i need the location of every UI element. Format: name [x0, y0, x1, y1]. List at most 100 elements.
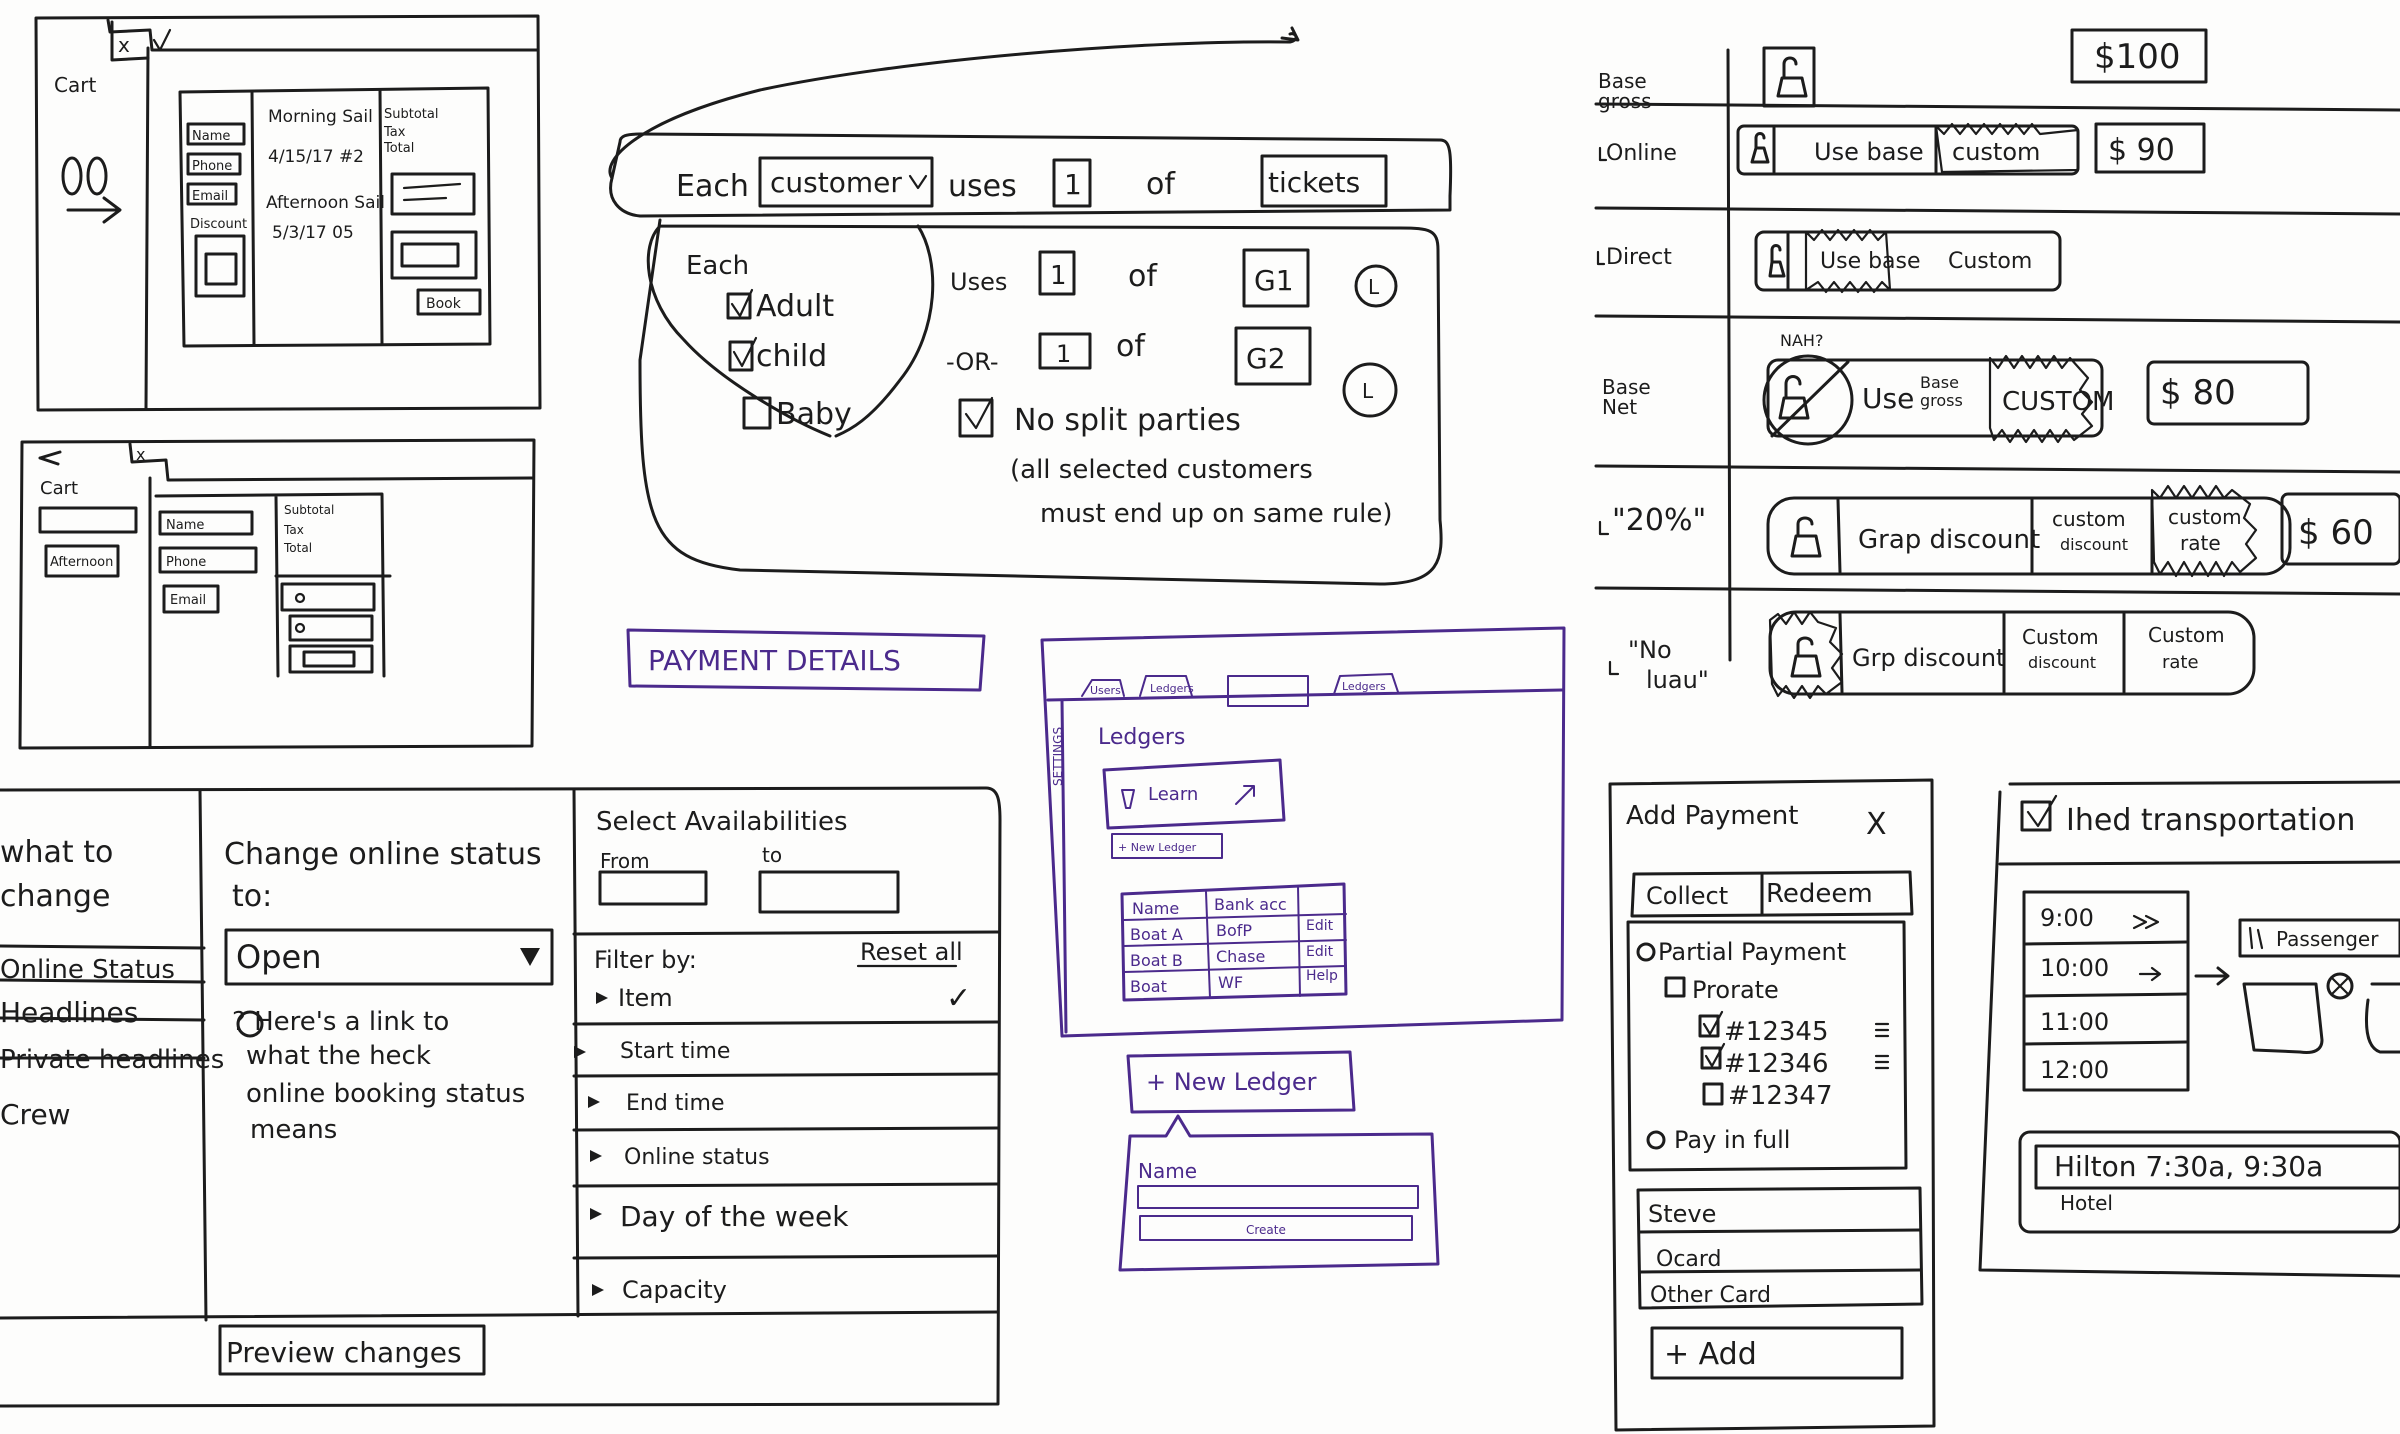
ledger-row1-action[interactable]: Edit — [1306, 918, 1334, 934]
ledger-learn[interactable]: Learn — [1148, 784, 1198, 805]
rule-tickets-value[interactable]: tickets — [1268, 166, 1360, 199]
transport-time-3[interactable]: 11:00 — [2040, 1008, 2109, 1036]
status-menu-private[interactable]: Private headlines — [0, 1045, 224, 1075]
add-payment-method-1[interactable]: Steve — [1648, 1200, 1716, 1228]
ledger-create-button[interactable] — [1139, 1215, 1413, 1241]
add-payment-item1-checkbox[interactable] — [1698, 1014, 1720, 1038]
pricing-pct-custom-rate-1[interactable]: custom — [2168, 505, 2242, 529]
filter-capacity[interactable]: Capacity — [622, 1276, 727, 1304]
pricing-pct-grp-discount[interactable]: Grap discount — [1858, 525, 2040, 555]
add-payment-method-3[interactable]: Other Card — [1650, 1283, 1771, 1308]
status-menu-headlines[interactable]: Headlines — [0, 996, 138, 1029]
rule-option-child-checkbox[interactable] — [728, 340, 754, 372]
transport-hotel-line[interactable]: Hilton 7:30a, 9:30a — [2054, 1150, 2323, 1183]
ledger-new-small[interactable]: + New Ledger — [1118, 841, 1197, 854]
pricing-pct-custom-discount-2[interactable]: discount — [2060, 535, 2128, 554]
add-payment-item3-checkbox[interactable] — [1702, 1082, 1724, 1106]
pricing-luau-grp-discount[interactable]: Grp discount — [1852, 644, 2005, 672]
pricing-net-base-gross-2[interactable]: gross — [1920, 391, 1963, 410]
ledger-tab-users[interactable]: Users — [1090, 684, 1121, 697]
ledger-name-input[interactable] — [1137, 1185, 1419, 1209]
transport-time-2[interactable]: 10:00 — [2040, 954, 2109, 982]
pricing-pct-custom-discount-1[interactable]: custom — [2052, 507, 2126, 531]
rule-g1-select[interactable] — [1242, 248, 1310, 308]
pricing-net-use[interactable]: Use — [1862, 382, 1914, 415]
preview-changes-button[interactable] — [218, 1324, 486, 1376]
pricing-luau-custom-discount-1[interactable]: Custom — [2022, 625, 2099, 649]
rule-count-value[interactable]: 1 — [1064, 168, 1082, 201]
transport-hotel-row[interactable] — [2034, 1144, 2400, 1190]
filter-item[interactable]: Item — [618, 984, 673, 1012]
filter-online-status[interactable]: Online status — [624, 1145, 770, 1170]
add-payment-add-label[interactable]: + Add — [1664, 1337, 1757, 1372]
avail-to-input[interactable] — [758, 870, 900, 914]
add-payment-item2-checkbox[interactable] — [1700, 1046, 1722, 1070]
transport-checkbox[interactable] — [2020, 800, 2052, 832]
ledger-tab-ledgers-2[interactable]: Ledgers — [1342, 680, 1386, 693]
cart-book-label[interactable]: Book — [426, 296, 462, 312]
transport-time-4[interactable]: 12:00 — [2040, 1056, 2109, 1084]
rule-tickets-select[interactable] — [1260, 154, 1388, 208]
rule-no-split-checkbox[interactable] — [958, 398, 994, 438]
help-icon[interactable] — [236, 1010, 264, 1038]
pricing-pct-amount-value[interactable]: $ 60 — [2298, 513, 2374, 553]
ledger-row2-action[interactable]: Edit — [1306, 944, 1334, 960]
filter-reset[interactable]: Reset all — [860, 938, 963, 966]
status-menu-crew[interactable]: Crew — [0, 1098, 71, 1131]
cart-small-slot[interactable] — [44, 544, 120, 578]
pricing-pct-custom-rate-2[interactable]: rate — [2180, 531, 2221, 555]
pricing-net-base-gross-1[interactable]: Base — [1920, 373, 1959, 392]
add-payment-tab-redeem[interactable]: Redeem — [1766, 879, 1873, 909]
rule-g1[interactable]: G1 — [1254, 264, 1294, 297]
ledger-create[interactable]: Create — [1246, 1223, 1286, 1237]
filter-start-time[interactable]: Start time — [620, 1039, 730, 1064]
ledger-tab-ledgers-1[interactable]: Ledgers — [1150, 682, 1194, 695]
rule-g2[interactable]: G2 — [1246, 342, 1286, 375]
pricing-net-amount[interactable] — [2146, 360, 2310, 426]
status-select-value[interactable]: Open — [236, 938, 321, 976]
cart-small-slot-label[interactable]: Afternoon — [50, 555, 113, 570]
transport-time-1[interactable]: 9:00 — [2040, 904, 2094, 932]
rule-option-baby-checkbox[interactable] — [742, 396, 772, 430]
pricing-pct-amount[interactable] — [2280, 492, 2400, 566]
pricing-online-use-base[interactable]: Use base — [1814, 138, 1924, 166]
rule-count-input[interactable] — [1052, 158, 1092, 208]
ledger-row3-action[interactable]: Help — [1306, 968, 1338, 984]
pricing-top-amount-value[interactable]: $100 — [2094, 37, 2181, 77]
filter-day-of-week[interactable]: Day of the week — [620, 1200, 849, 1233]
pricing-online-custom[interactable]: custom — [1952, 138, 2040, 166]
cart-close[interactable]: x — [118, 33, 130, 57]
rule-l2[interactable]: L — [1362, 379, 1374, 403]
status-select[interactable] — [224, 928, 554, 986]
add-payment-prorate-checkbox[interactable] — [1664, 976, 1686, 998]
rule-customer-select[interactable] — [758, 156, 934, 208]
status-menu-online[interactable]: Online Status — [0, 955, 175, 985]
ledger-new-button[interactable] — [1126, 1050, 1356, 1114]
pricing-direct-custom[interactable]: Custom — [1948, 249, 2032, 274]
avail-from-input[interactable] — [598, 870, 708, 906]
preview-changes-label[interactable]: Preview changes — [226, 1336, 462, 1369]
pricing-luau-custom-rate-1[interactable]: Custom — [2148, 623, 2225, 647]
rule-option-adult-checkbox[interactable] — [726, 292, 752, 320]
pricing-luau-custom-discount-2[interactable]: discount — [2028, 653, 2096, 672]
rule-l1[interactable]: L — [1368, 275, 1380, 299]
cart-book-button[interactable] — [416, 288, 482, 316]
add-payment-partial-radio[interactable] — [1636, 942, 1656, 962]
pricing-online-amount[interactable] — [2094, 122, 2206, 174]
pricing-direct-use-base[interactable]: Use base — [1820, 249, 1921, 274]
cart-small-close[interactable]: x — [136, 445, 145, 464]
pricing-net-amount-value[interactable]: $ 80 — [2160, 373, 2236, 413]
pricing-online-amount-value[interactable]: $ 90 — [2108, 133, 2175, 168]
add-payment-full-radio[interactable] — [1646, 1130, 1666, 1150]
add-payment-method-2[interactable]: Ocard — [1656, 1247, 1722, 1272]
rule-customer-value[interactable]: customer — [770, 166, 902, 199]
pricing-luau-custom-rate-2[interactable]: rate — [2162, 652, 2199, 673]
pricing-top-amount[interactable] — [2070, 28, 2208, 84]
pricing-net-custom[interactable]: CUSTOM — [2002, 387, 2114, 417]
add-payment-close[interactable]: X — [1866, 807, 1887, 842]
filter-end-time[interactable]: End time — [626, 1091, 725, 1116]
add-payment-tab-collect[interactable]: Collect — [1646, 882, 1728, 910]
ledger-new-small-button[interactable] — [1111, 833, 1223, 859]
add-payment-add-button[interactable] — [1650, 1326, 1904, 1380]
rule-g2-select[interactable] — [1234, 326, 1312, 386]
